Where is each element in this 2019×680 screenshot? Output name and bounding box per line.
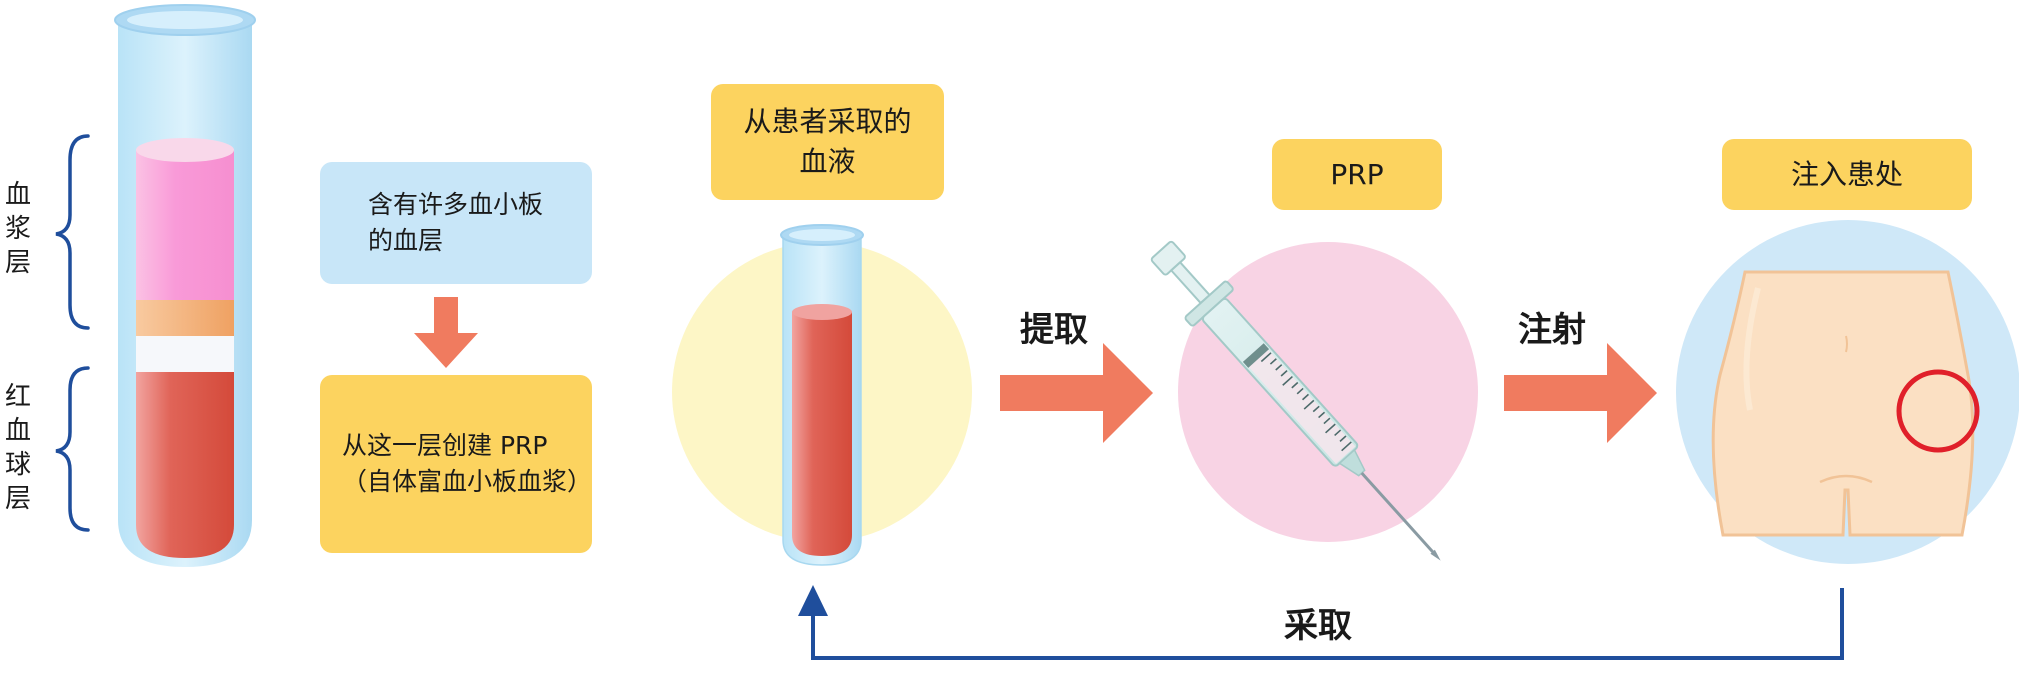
- prp-tag: PRP: [1272, 139, 1442, 210]
- down-arrow-icon: [414, 297, 478, 368]
- inject-site-tag: 注入患处: [1722, 139, 1972, 210]
- platelet-layer-text: 含有许多血小板 的血层: [368, 190, 544, 255]
- loop-arrow-icon: [811, 588, 1844, 660]
- extract-label: 提取: [1020, 310, 1088, 350]
- prp-source-box: 从这一层创建 PRP （自体富血小板血浆）: [320, 375, 592, 553]
- test-tube-icon: [114, 4, 256, 567]
- inject-label: 注射: [1518, 310, 1586, 350]
- plasma-brace: [55, 134, 90, 330]
- rbc-layer-label: 红 血 球 层: [4, 382, 31, 514]
- patient-blood-tag: 从患者采取的 血液: [711, 84, 944, 200]
- small-test-tube-icon: [780, 224, 864, 566]
- syringe-icon: [1150, 240, 1441, 561]
- extract-arrow-icon: [1000, 343, 1153, 443]
- body-hip-icon: [1711, 270, 1975, 537]
- prp-source-text: 从这一层创建 PRP （自体富血小板血浆）: [342, 431, 593, 496]
- inject-arrow-icon: [1504, 343, 1657, 443]
- rbc-brace: [55, 366, 90, 532]
- plasma-layer-label: 血 浆 层: [4, 180, 31, 278]
- draw-blood-label: 采取: [1284, 606, 1352, 646]
- target-ring-icon: [1896, 369, 1980, 453]
- pink-circle: [1178, 242, 1478, 542]
- platelet-layer-box: 含有许多血小板 的血层: [320, 162, 592, 284]
